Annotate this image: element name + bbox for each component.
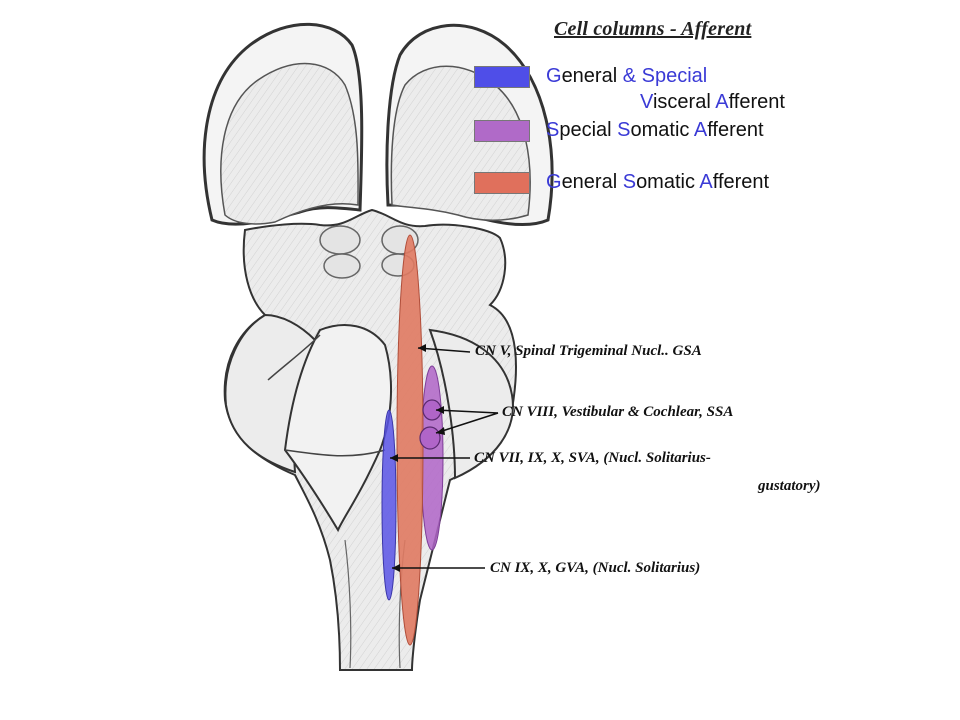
legend-label-general-somatic: General Somatic Afferent (546, 169, 769, 195)
colliculus-left-upper (319, 225, 361, 255)
colliculus-left-lower (323, 253, 361, 279)
legend-visceral-line2-cap-0: V (640, 91, 653, 113)
legend-special-somatic-line1-cap-0: S (546, 119, 560, 141)
medulla-left-line (344, 539, 352, 669)
gva-pointer-head (392, 564, 400, 572)
gsa-column (396, 234, 424, 646)
ssa-pointer-a (435, 409, 499, 414)
legend-special-somatic-line1-cap-2: A (693, 119, 708, 141)
legend-special-somatic-line1: Special Somatic Afferent (546, 119, 764, 141)
legend-visceral-line1-cap-1: & Special (622, 65, 708, 87)
legend-swatch-general-somatic (474, 172, 530, 194)
pons-right-lobe (428, 328, 514, 480)
legend-visceral-line2: Visceral Afferent (546, 89, 785, 115)
legend-visceral-line1: General & Special (546, 65, 707, 87)
right-peduncle-edge (284, 449, 386, 457)
gsa-pointer-head (418, 344, 426, 352)
left-thalamus-body (220, 62, 359, 225)
legend-visceral-line2-text-1: fferent (728, 91, 785, 113)
legend-visceral-line2-text-0: isceral (652, 91, 716, 113)
legend-visceral-line1-text-0: eneral (561, 65, 623, 87)
legend-general-somatic-line1: General Somatic Afferent (546, 171, 769, 193)
legend-special-somatic-line1-cap-1: S (617, 119, 631, 141)
ssa-nucleus-lower (419, 426, 441, 450)
annotation-gva: CN IX, X, GVA, (Nucl. Solitarius) (490, 560, 701, 576)
annotation-sva-line2: gustatory) (758, 478, 821, 494)
legend-swatch-special-somatic (474, 120, 530, 142)
legend-special-somatic-line1-text-0: pecial (559, 119, 618, 141)
legend-title: Cell columns - Afferent (554, 18, 752, 40)
legend-swatch-visceral (474, 66, 530, 88)
ssa-pointer-head-b (436, 427, 445, 435)
annotation-gsa: CN V, Spinal Trigeminal Nucl.. GSA (475, 343, 702, 359)
legend-general-somatic-line1-text-0: eneral (561, 171, 623, 193)
annotation-ssa: CN VIII, Vestibular & Cochlear, SSA (502, 404, 734, 420)
legend-general-somatic-line1-text-2: fferent (712, 171, 770, 193)
legend-general-somatic-line1-cap-0: G (546, 171, 562, 193)
legend-general-somatic-line1-cap-2: A (699, 171, 713, 193)
annotation-sva-line1: CN VII, IX, X, SVA, (Nucl. Solitarius- (474, 450, 711, 466)
legend-general-somatic-line1-text-1: omatic (636, 171, 700, 193)
legend-visceral-line1-cap-0: G (546, 65, 562, 87)
legend-special-somatic-line1-text-2: fferent (707, 119, 764, 141)
legend-label-visceral: General & Special Visceral Afferent (546, 63, 785, 115)
legend-special-somatic-line1-text-1: omatic (630, 119, 694, 141)
ssa-pointer-head-a (436, 406, 444, 414)
legend-label-special-somatic: Special Somatic Afferent (546, 117, 764, 143)
gsa-pointer (417, 347, 471, 353)
fourth-ventricle (283, 324, 392, 533)
sva-pointer-head (390, 454, 398, 462)
legend-visceral-line2-cap-1: A (715, 91, 729, 113)
left-peduncle-edge (267, 334, 321, 381)
gva-column (381, 409, 397, 601)
legend-general-somatic-line1-cap-1: S (622, 171, 637, 193)
ssa-pointer-b (435, 412, 499, 434)
